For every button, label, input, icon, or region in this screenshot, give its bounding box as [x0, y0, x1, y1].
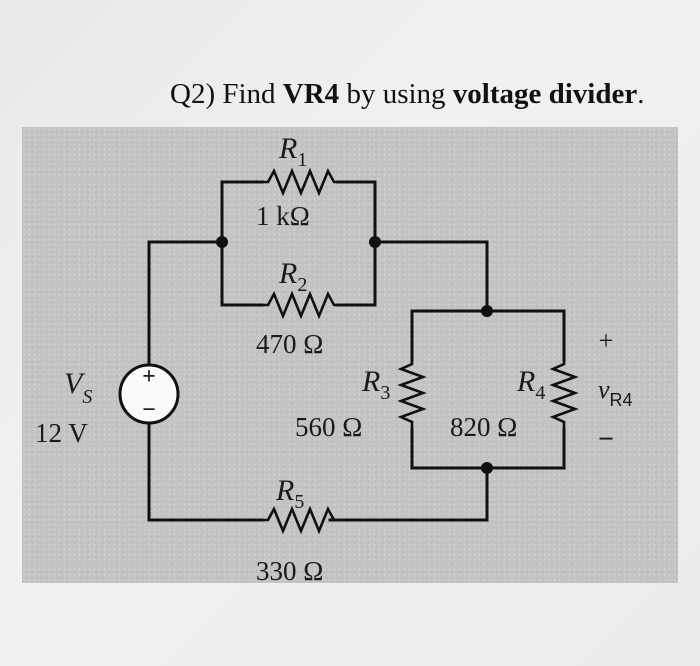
r3-value: 560 Ω — [295, 412, 362, 442]
output-label: vR4 — [598, 375, 633, 410]
source-letter: V — [64, 367, 86, 400]
r5-subscript: 5 — [294, 491, 304, 513]
node-parallel-top — [481, 305, 493, 317]
r3-label: R3 — [361, 365, 390, 404]
r4-label: R4 — [516, 365, 545, 404]
r5-letter: R — [275, 474, 294, 507]
resistor-r4-symbol — [549, 360, 579, 430]
source-label: VS — [64, 367, 92, 408]
source-minus: − — [142, 397, 156, 423]
resistor-r3-symbol — [397, 360, 427, 430]
r3-subscript: 3 — [380, 382, 390, 404]
question-method: voltage divider — [452, 78, 638, 110]
output-minus: − — [598, 424, 614, 455]
source-plus: + — [142, 364, 156, 390]
output-subscript: R4 — [610, 390, 633, 410]
wire-bottom-right — [328, 466, 489, 522]
resistor-r2-symbol — [262, 290, 338, 320]
question-target: VR4 — [282, 78, 340, 110]
output-letter: v — [598, 375, 610, 404]
r5-label: R5 — [275, 474, 304, 513]
question-prefix: Q2) Find — [170, 78, 283, 110]
r2-letter: R — [278, 257, 297, 290]
r2-value: 470 Ω — [256, 329, 323, 359]
r1-value: 1 kΩ — [256, 201, 310, 231]
question-title: Q2) Find VR4 by using voltage divider. — [170, 78, 644, 111]
node-right — [369, 236, 381, 248]
question-middle: by using — [339, 78, 453, 110]
resistor-r1-symbol — [262, 167, 338, 197]
source-value: 12 V — [35, 418, 88, 448]
node-parallel-bottom — [481, 462, 493, 474]
r1-letter: R — [278, 132, 297, 165]
r3-letter: R — [361, 365, 380, 398]
node-left — [216, 236, 228, 248]
r1-label: R1 — [278, 132, 307, 171]
wire-r2-right — [336, 240, 377, 307]
r2-label: R2 — [278, 257, 307, 296]
r5-value: 330 Ω — [256, 556, 323, 586]
resistor-r5-symbol — [262, 505, 338, 535]
wire-top-right — [373, 240, 489, 313]
output-plus: + — [599, 326, 614, 355]
question-end: . — [637, 78, 645, 110]
wire-bottom-left — [147, 423, 264, 522]
wire-r1-right — [336, 180, 377, 244]
r1-subscript: 1 — [297, 149, 307, 171]
voltage-source-symbol — [118, 363, 180, 425]
wire-left-top — [147, 240, 224, 401]
wire-r1-left — [220, 180, 264, 244]
circuit-panel — [22, 127, 678, 583]
wire-r2-left — [220, 240, 264, 307]
source-subscript: S — [82, 386, 92, 408]
r4-subscript: 4 — [535, 382, 545, 404]
r2-subscript: 2 — [297, 274, 307, 296]
wire-parallel-top — [410, 309, 566, 362]
r4-value: 820 Ω — [450, 412, 517, 442]
r4-letter: R — [516, 365, 535, 398]
